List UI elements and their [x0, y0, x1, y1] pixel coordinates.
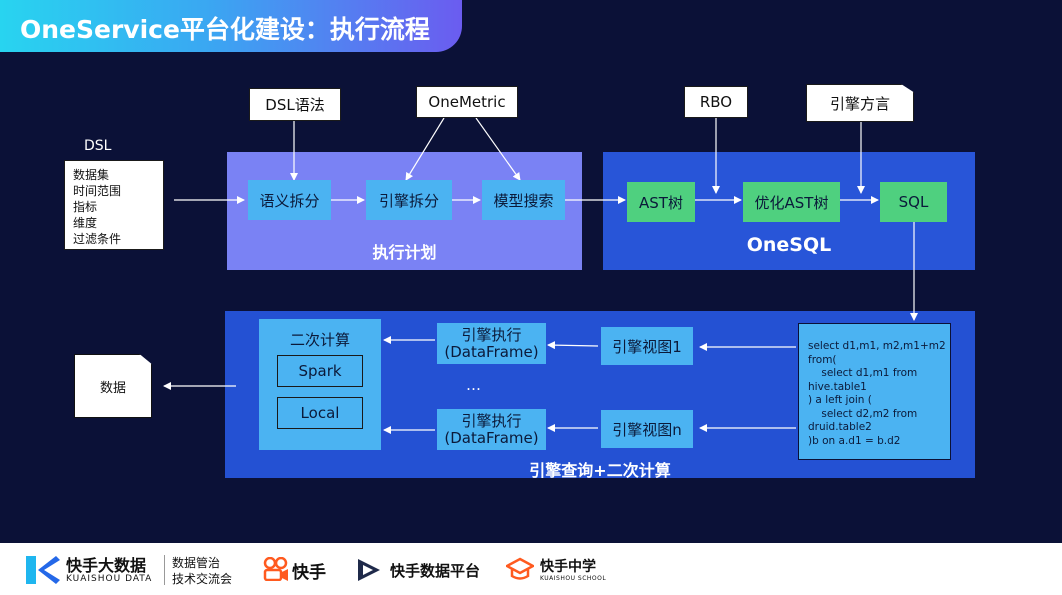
engine-view-1-node: 引擎视图1 — [601, 327, 693, 365]
secondary-compute-box: 二次计算 Spark Local — [259, 319, 381, 450]
kuaishou-text: 快手 — [292, 563, 326, 583]
event-line2: 技术交流会 — [172, 572, 233, 586]
event-line1: 数据管治 — [172, 556, 221, 570]
dsl-input-box: 数据集 时间范围 指标 维度 过滤条件 — [64, 160, 164, 250]
code-line: hive.table1 — [808, 380, 867, 393]
engine-exec-dataframe: (DataFrame) — [444, 428, 539, 447]
model-search-node: 模型搜索 — [482, 180, 565, 220]
code-line: select d2,m2 from — [808, 407, 918, 420]
engine-view-n-node: 引擎视图n — [601, 410, 693, 448]
title-banner — [0, 0, 462, 52]
footer-bar: 快手大数据 KUAISHOU DATA 数据管治 技术交流会 快手 快手数据平台… — [0, 543, 1062, 595]
engine-exec-label: 引擎执行 — [461, 411, 522, 430]
arrow-onemetric-to-model — [475, 117, 521, 181]
kuaishou-school-logo-icon — [506, 557, 534, 580]
dsl-label: DSL — [84, 138, 112, 154]
engine-exec-dataframe: (DataFrame) — [444, 342, 539, 361]
dsl-item: 数据集 — [73, 168, 110, 182]
engine-exec-2-node: 引擎执行 (DataFrame) — [437, 409, 546, 450]
arrow-view1-to-exec — [547, 341, 599, 350]
dsl-item: 维度 — [73, 216, 98, 230]
sql-code-block: select d1,m1, m2,m1+m2 from( select d1,m… — [798, 323, 951, 460]
code-line: ) a left join ( — [808, 394, 872, 406]
output-data-doc: 数据 — [74, 354, 152, 418]
kuaishou-data-logo-icon — [26, 556, 60, 584]
page-title: OneService平台化建设：执行流程 — [20, 15, 430, 44]
data-platform-logo-icon — [358, 559, 380, 581]
arrow-onemetric-to-engine — [405, 117, 445, 181]
execution-plan-label: 执行计划 — [372, 243, 437, 262]
code-line: druid.table2 — [808, 421, 872, 433]
local-item: Local — [277, 397, 363, 429]
engine-dialect-note: 引擎方言 — [806, 84, 914, 122]
data-platform-text: 快手数据平台 — [390, 562, 481, 580]
engine-query-label: 引擎查询+二次计算 — [529, 461, 671, 480]
code-line: select d1,m1, m2,m1+m2 — [808, 340, 946, 352]
engine-exec-1-node: 引擎执行 (DataFrame) — [437, 323, 546, 364]
dsl-syntax-note: DSL语法 — [249, 88, 341, 121]
engine-split-node: 引擎拆分 — [366, 180, 452, 220]
rbo-note: RBO — [684, 86, 748, 118]
dsl-item: 过滤条件 — [73, 232, 122, 246]
code-line: )b on a.d1 = b.d2 — [808, 434, 901, 447]
code-line: select d1,m1 from — [808, 367, 918, 379]
brand-main: 快手大数据 — [66, 556, 147, 575]
footer-divider — [164, 555, 165, 585]
sql-node: SQL — [880, 182, 947, 222]
dsl-item: 指标 — [73, 200, 98, 214]
optimized-ast-node: 优化AST树 — [743, 182, 840, 222]
engine-exec-label: 引擎执行 — [461, 325, 522, 344]
school-sub: KUAISHOU SCHOOL — [540, 575, 607, 582]
secondary-compute-title: 二次计算 — [289, 331, 350, 349]
ast-tree-node: AST树 — [627, 182, 695, 222]
kuaishou-logo-icon — [263, 557, 288, 581]
ellipsis: … — [466, 376, 481, 394]
code-line: from( — [808, 353, 837, 366]
semantic-split-node: 语义拆分 — [248, 180, 331, 220]
onemetric-note: OneMetric — [416, 86, 518, 118]
school-text: 快手中学 — [540, 559, 596, 575]
onesql-label: OneSQL — [746, 234, 832, 256]
spark-item: Spark — [277, 355, 363, 387]
brand-sub: KUAISHOU DATA — [66, 574, 153, 584]
dsl-item: 时间范围 — [73, 184, 122, 198]
